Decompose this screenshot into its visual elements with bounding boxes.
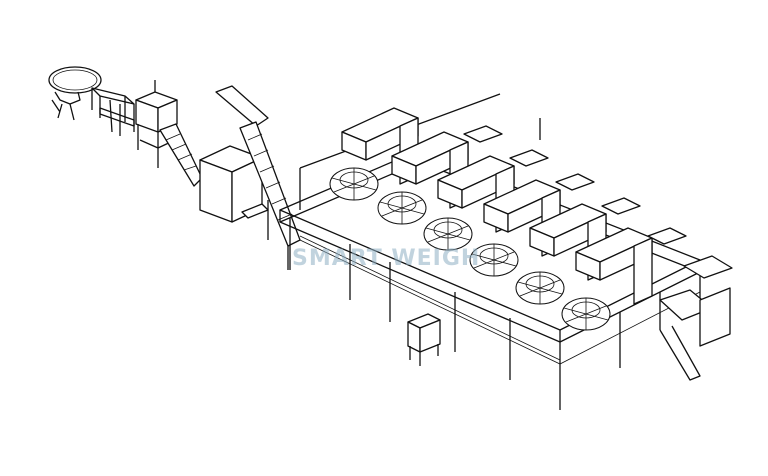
- bucket-elevator: [215, 85, 301, 270]
- dosing-unit: [135, 80, 178, 168]
- vibratory-bowl-feeder: [48, 66, 102, 121]
- inclined-belt-conveyor: [159, 123, 203, 187]
- control-cabinet: [407, 313, 441, 366]
- overhead-frame: [341, 107, 653, 305]
- multihead-weighers: [329, 167, 611, 331]
- weigher-row: [329, 107, 733, 331]
- storage-hopper: [199, 145, 269, 223]
- watermark: SMART WEIGH: [292, 246, 481, 271]
- discharge-conveyor: [659, 287, 731, 381]
- feed-conveyor: [91, 87, 135, 136]
- buffer-hoppers: [463, 125, 733, 279]
